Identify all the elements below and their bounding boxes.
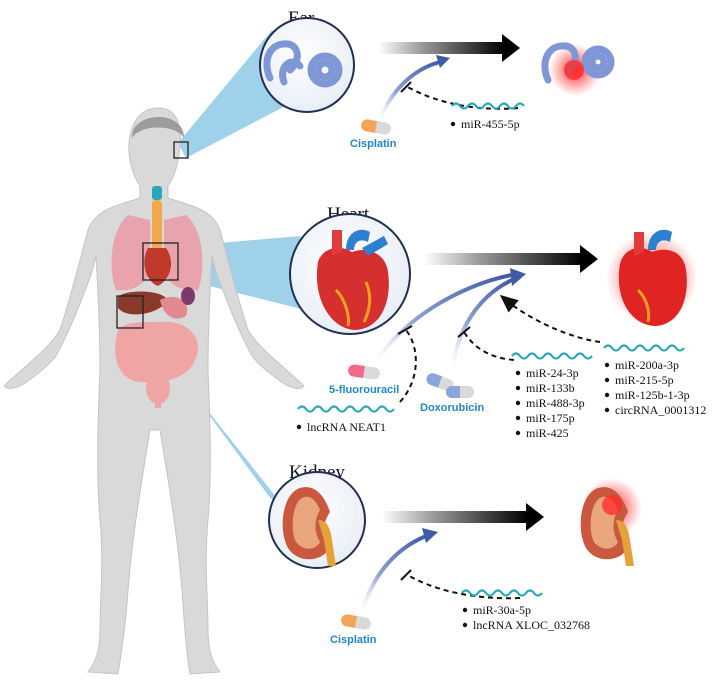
kidney-inhibition-bar bbox=[400, 569, 412, 581]
ear-progression-arrow-shaft bbox=[378, 42, 504, 54]
heart-neat1-inhibition-bar bbox=[397, 325, 413, 335]
heart-fluorouracil-pill bbox=[348, 364, 380, 380]
heart-dox-rna-item: miR-24-3p bbox=[526, 366, 579, 380]
heart-dox-rna-item: miR-133b bbox=[526, 381, 575, 395]
heart-progression-arrow-head bbox=[580, 245, 598, 273]
heart-promoting-arrow bbox=[499, 294, 601, 343]
ear-rna-strand bbox=[451, 102, 525, 110]
kidney-rna-list: miR-30a-5p lncRNA XLOC_032768 bbox=[462, 603, 590, 632]
heart-doxorubicin-arrow bbox=[450, 278, 513, 379]
kidney-rna-item: miR-30a-5p bbox=[473, 603, 531, 617]
ear-rna-item: miR-455-5p bbox=[461, 117, 520, 131]
heart-highlight-box bbox=[142, 242, 179, 281]
ear-rna-list: miR-455-5p bbox=[450, 117, 520, 131]
kidney-progression-arrow-head bbox=[526, 503, 544, 531]
ear-inner-illustration bbox=[263, 40, 343, 88]
heart-dox-rna-strand bbox=[511, 352, 593, 360]
heart-fluorouracil-arrow bbox=[370, 273, 513, 370]
heart-promoting-rna-item: miR-200a-3p bbox=[615, 358, 679, 372]
heart-dox-rna-list: miR-24-3p miR-133b miR-488-3p miR-175p m… bbox=[515, 366, 585, 440]
heart-promoting-rna-strand bbox=[603, 344, 685, 352]
heart-promoting-rna-item: miR-215-5p bbox=[615, 373, 674, 387]
kidney-injury-core bbox=[602, 495, 622, 515]
heart-fluorouracil-label: 5-fluorouracil bbox=[329, 384, 399, 396]
heart-neat1-item: lncRNA NEAT1 bbox=[307, 420, 386, 434]
ear-drug-label: Cisplatin bbox=[350, 138, 397, 150]
internal-organs bbox=[111, 186, 203, 408]
heart-neat1-rna-strand bbox=[297, 405, 395, 413]
heart-dox-inhibition-bar bbox=[457, 326, 471, 338]
ear-cisplatin-pill bbox=[361, 119, 391, 135]
heart-drug-arrow-head bbox=[510, 268, 526, 286]
heart-dox-rna-item: miR-425 bbox=[526, 426, 569, 440]
heart-dox-rna-item: miR-175p bbox=[526, 411, 575, 425]
kidney-highlight-box bbox=[116, 295, 144, 329]
kidney-illustration bbox=[282, 487, 336, 566]
kidney-inhibition-line bbox=[405, 573, 521, 600]
kidney-rna-strand bbox=[461, 589, 543, 597]
ear-progression-arrow-head bbox=[502, 34, 520, 62]
heart-promoting-rna-item: miR-125b-1-3p bbox=[615, 388, 690, 402]
heart-doxorubicin-pills bbox=[426, 373, 474, 398]
heart-dox-inhibition-line bbox=[463, 331, 515, 361]
kidney-progression-arrow-shaft bbox=[382, 511, 528, 523]
kidney-cisplatin-pill bbox=[341, 614, 371, 630]
ear-cisplatin-arrow bbox=[376, 60, 441, 126]
ear-inhibition-bar bbox=[400, 81, 412, 93]
heart-illustration bbox=[316, 229, 389, 330]
heart-doxorubicin-label: Doxorubicin bbox=[420, 402, 484, 414]
kidney-drug-label: Cisplatin bbox=[330, 634, 377, 646]
heart-dox-rna-item: miR-488-3p bbox=[526, 396, 585, 410]
kidney-cisplatin-arrow-head bbox=[422, 528, 438, 543]
ear-cisplatin-arrow-head bbox=[436, 55, 450, 68]
heart-promoting-rna-list: miR-200a-3p miR-215-5p miR-125b-1-3p cir… bbox=[604, 358, 706, 417]
ear-injury-core bbox=[564, 60, 584, 80]
heart-progression-arrow-shaft bbox=[424, 253, 582, 265]
heart-neat1-list: lncRNA NEAT1 bbox=[296, 420, 386, 434]
kidney-cisplatin-arrow bbox=[358, 534, 427, 619]
kidney-rna-item: lncRNA XLOC_032768 bbox=[473, 618, 590, 632]
ear-highlight-box bbox=[173, 141, 189, 159]
heart-injured-illustration bbox=[618, 229, 687, 326]
heart-neat1-inhibition-line bbox=[399, 329, 417, 403]
heart-promoting-rna-item: circRNA_0001312 bbox=[615, 403, 706, 417]
